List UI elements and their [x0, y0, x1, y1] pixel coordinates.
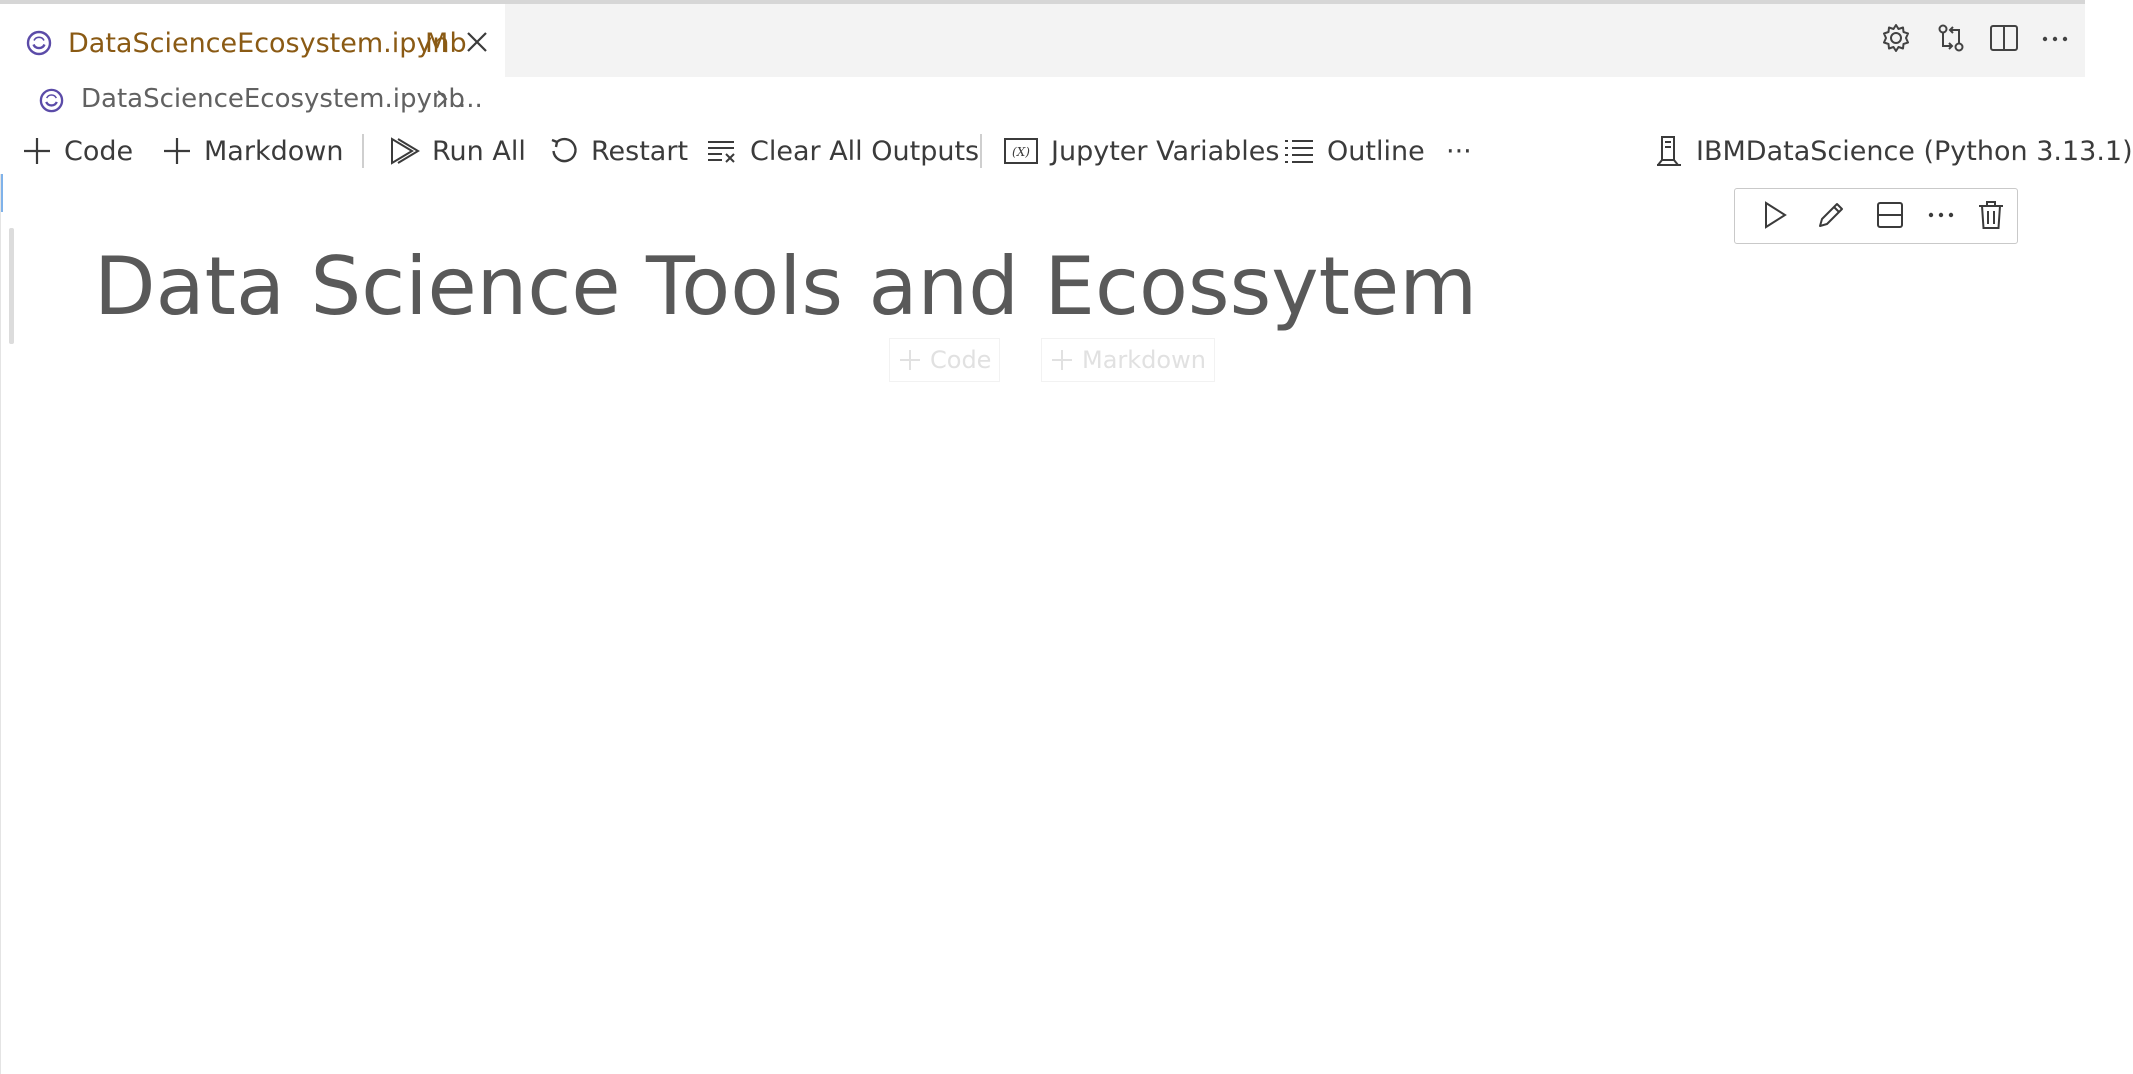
cell-status-bar[interactable] — [9, 228, 14, 344]
server-icon — [1657, 136, 1681, 166]
restart-button[interactable]: Restart — [549, 131, 688, 171]
add-markdown-label: Markdown — [204, 135, 344, 167]
insert-code-label: Code — [930, 346, 992, 374]
compare-changes-icon[interactable] — [1935, 22, 1967, 54]
breadcrumb-file[interactable]: DataScienceEcosystem.ipynb — [81, 84, 465, 114]
more-toolbar-actions[interactable]: ··· — [1446, 131, 1472, 171]
kernel-picker[interactable]: IBMDataScience (Python 3.13.1) — [1654, 131, 2133, 171]
more-label: ··· — [1446, 135, 1472, 167]
add-code-label: Code — [64, 135, 134, 167]
clear-outputs-icon — [708, 141, 735, 163]
chevron-right-icon — [434, 88, 450, 110]
add-markdown-cell-button[interactable]: Markdown — [162, 131, 343, 171]
kernel-label: IBMDataScience (Python 3.13.1) — [1696, 135, 2133, 167]
restart-label: Restart — [591, 135, 689, 167]
close-icon[interactable] — [465, 30, 489, 54]
jupyter-notebook-icon — [38, 87, 65, 114]
editor-tab[interactable]: DataScienceEcosystem.ipynb M — [0, 4, 505, 77]
toolbar-divider — [362, 134, 364, 168]
clear-all-outputs-label: Clear All Outputs — [750, 135, 980, 167]
list-icon — [1285, 140, 1313, 163]
edit-icon[interactable] — [1815, 199, 1847, 231]
split-cell-icon[interactable] — [1874, 199, 1906, 231]
jupyter-variables-label: Jupyter Variables — [1051, 135, 1280, 167]
focus-indicator — [0, 174, 3, 212]
restart-icon — [551, 137, 577, 163]
plus-icon — [164, 138, 190, 164]
breadcrumb-symbols[interactable]: ... — [458, 84, 483, 114]
window-top-border — [0, 0, 2085, 4]
plus-icon — [900, 350, 920, 370]
toolbar-divider — [980, 134, 982, 168]
jupyter-notebook-icon — [25, 29, 53, 57]
modified-indicator: M — [425, 28, 449, 59]
run-all-button[interactable]: Run All — [388, 131, 526, 171]
delete-icon[interactable] — [1976, 199, 2006, 231]
insert-markdown-label: Markdown — [1082, 346, 1206, 374]
run-all-icon — [391, 137, 420, 165]
tab-title: DataScienceEcosystem.ipynb — [68, 28, 467, 59]
cell-toolbar — [1734, 188, 2018, 244]
add-code-cell-button[interactable]: Code — [22, 131, 133, 171]
jupyter-variables-button[interactable]: (X) Jupyter Variables — [1003, 131, 1279, 171]
plus-icon — [1052, 350, 1072, 370]
plus-icon — [24, 138, 50, 164]
more-actions-icon[interactable] — [2040, 22, 2072, 54]
editor-left-border — [0, 174, 1, 1074]
variables-icon: (X) — [1004, 138, 1038, 164]
clear-all-outputs-button[interactable]: Clear All Outputs — [706, 131, 979, 171]
more-icon[interactable] — [1925, 199, 1957, 231]
insert-markdown-cell-button[interactable]: Markdown — [1041, 338, 1215, 382]
run-cell-icon[interactable] — [1759, 199, 1789, 231]
outline-label: Outline — [1327, 135, 1425, 167]
gear-icon[interactable] — [1880, 22, 1912, 54]
split-editor-icon[interactable] — [1988, 22, 2020, 54]
svg-text:(X): (X) — [1012, 145, 1030, 159]
markdown-cell-heading[interactable]: Data Science Tools and Ecossytem — [94, 240, 1478, 333]
insert-code-cell-button[interactable]: Code — [889, 338, 1001, 382]
run-all-label: Run All — [432, 135, 526, 167]
outline-button[interactable]: Outline — [1283, 131, 1425, 171]
